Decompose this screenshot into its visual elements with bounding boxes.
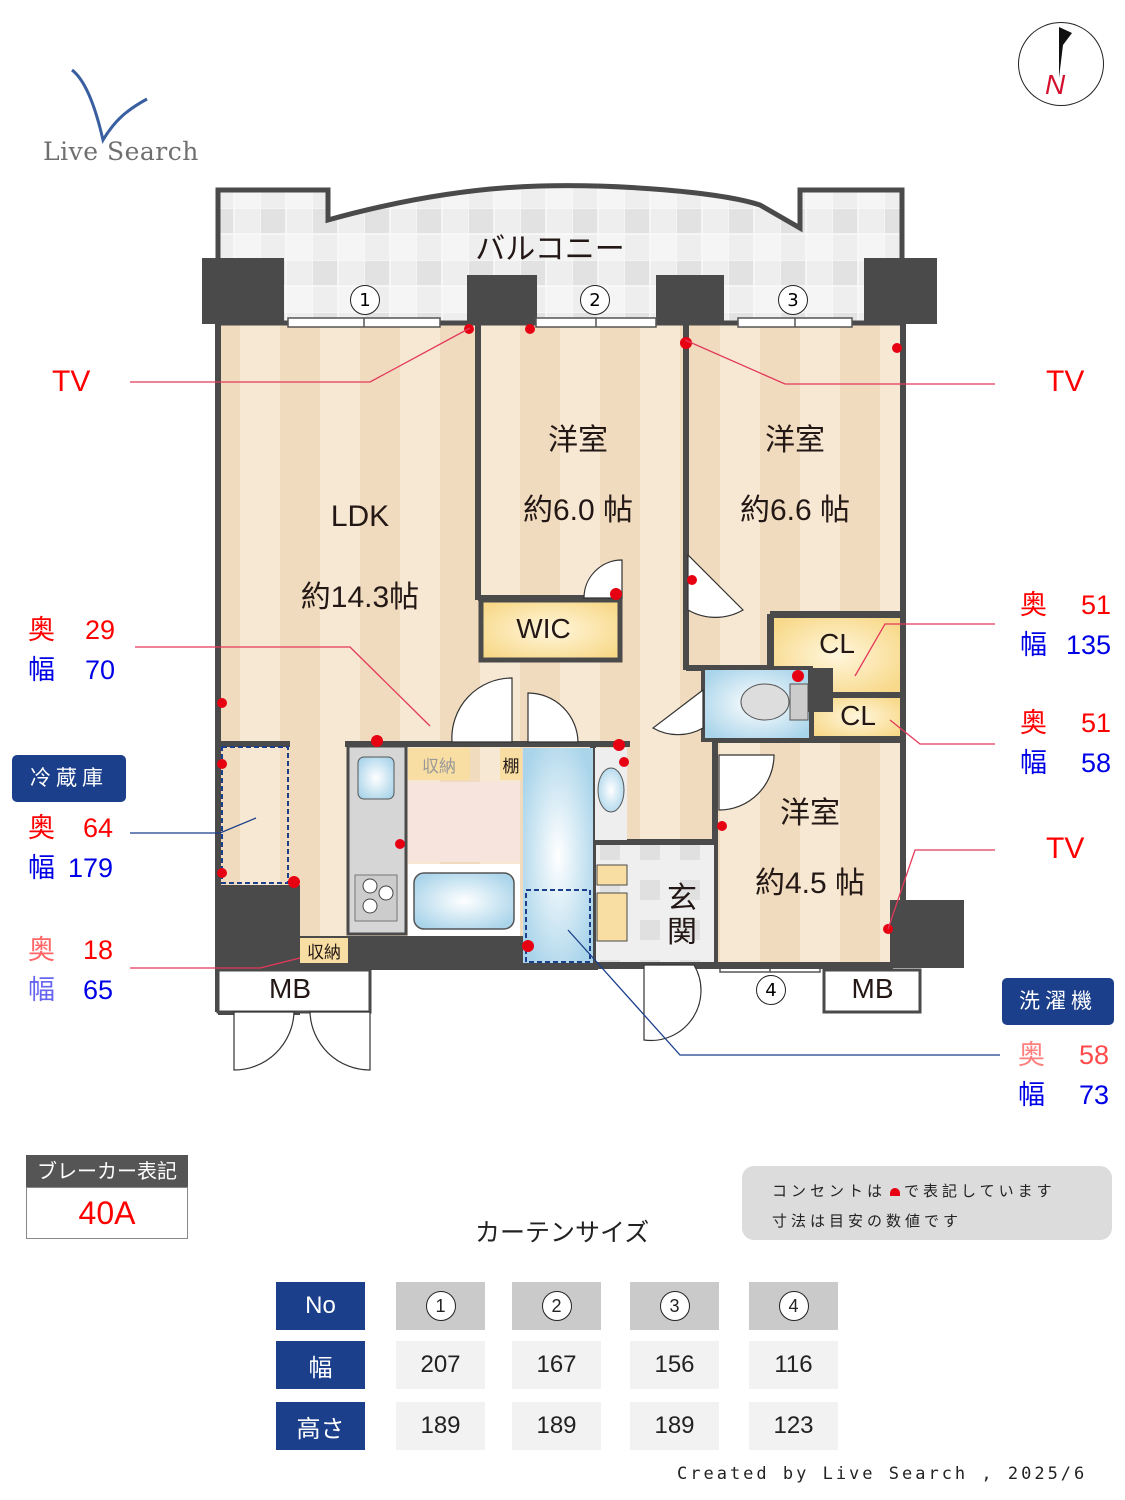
curtain-width-2: 167 — [512, 1341, 601, 1389]
window-number-4: 4 — [756, 975, 786, 1005]
row-header-height: 高さ — [276, 1402, 365, 1450]
curtain-no-3: 3 — [630, 1282, 719, 1330]
wic-label: WIC — [516, 613, 571, 644]
compass: N — [1018, 22, 1104, 106]
curtain-height-3: 189 — [630, 1402, 719, 1450]
notes-line2: 寸法は目安の数値です — [772, 1212, 963, 1230]
curtain-width-4: 116 — [749, 1341, 838, 1389]
outlet-marker-icon — [890, 1188, 901, 1196]
balcony-label: バルコニー — [475, 233, 625, 266]
meter-box-1-label: MB — [269, 973, 311, 1004]
ldk-name: LDK — [330, 500, 390, 533]
logo: Live Search — [40, 65, 200, 175]
north-arrow-icon — [1059, 27, 1072, 78]
ldk-size: 約14.3帖 — [300, 581, 420, 614]
curtain-no-2: 2 — [512, 1282, 601, 1330]
logo-text: Live Search — [43, 137, 199, 166]
washer-badge: 洗濯機 — [1002, 978, 1114, 1025]
curtain-width-3: 156 — [630, 1341, 719, 1389]
balcony — [215, 183, 905, 328]
western-room-2-name: 洋室 — [765, 424, 825, 457]
curtain-no-4: 4 — [749, 1282, 838, 1330]
western-room-2-size: 約6.6 帖 — [739, 494, 851, 527]
washer-space — [525, 889, 591, 963]
notes-line1-b: で表記しています — [904, 1182, 1056, 1200]
notes-box: コンセントはで表記しています 寸法は目安の数値です — [742, 1166, 1112, 1240]
row-header-width: 幅 — [276, 1341, 365, 1389]
compass-north-label: N — [1045, 69, 1066, 100]
western-room-1-name: 洋室 — [548, 424, 608, 457]
curtain-width-1: 207 — [396, 1341, 485, 1389]
window-number-2: 2 — [580, 285, 610, 315]
western-room-3-name: 洋室 — [780, 797, 840, 830]
notes-line1-a: コンセントは — [772, 1182, 887, 1200]
fridge-space — [221, 746, 289, 884]
window-number-3: 3 — [778, 285, 808, 315]
storage-label-1: 収納 — [422, 757, 456, 776]
row-header-no: No — [276, 1282, 365, 1330]
window-number-1: 1 — [350, 285, 380, 315]
curtain-height-4: 123 — [749, 1402, 838, 1450]
floor-plan — [130, 183, 1000, 1071]
closet-large-label: CL — [819, 628, 855, 659]
logo-check-icon — [71, 68, 148, 144]
curtain-height-1: 189 — [396, 1402, 485, 1450]
breaker-box: ブレーカー表記 40A — [26, 1155, 188, 1239]
footer-credit: Created by Live Search , 2025/6 — [677, 1464, 1088, 1484]
tv-label-right-top: TV — [1046, 365, 1085, 398]
curtain-height-2: 189 — [512, 1402, 601, 1450]
wic-room — [478, 597, 623, 663]
breaker-value: 40A — [26, 1187, 188, 1239]
meter-box-2-label: MB — [851, 973, 894, 1004]
curtain-title: カーテンサイズ — [475, 1219, 650, 1247]
breaker-title: ブレーカー表記 — [26, 1155, 188, 1187]
tv-label-right-bottom: TV — [1046, 832, 1085, 865]
shelf-label: 棚 — [502, 757, 520, 776]
western-room-1-size: 約6.0 帖 — [522, 494, 634, 527]
curtain-no-1: 1 — [396, 1282, 485, 1330]
western-room-3-size: 約4.5 帖 — [754, 867, 866, 900]
tv-label-left: TV — [52, 365, 91, 398]
fridge-badge: 冷蔵庫 — [12, 755, 126, 802]
closet-small-label: CL — [840, 700, 876, 731]
storage-label-2: 収納 — [300, 938, 348, 963]
entrance-label: 玄関 — [667, 882, 697, 949]
